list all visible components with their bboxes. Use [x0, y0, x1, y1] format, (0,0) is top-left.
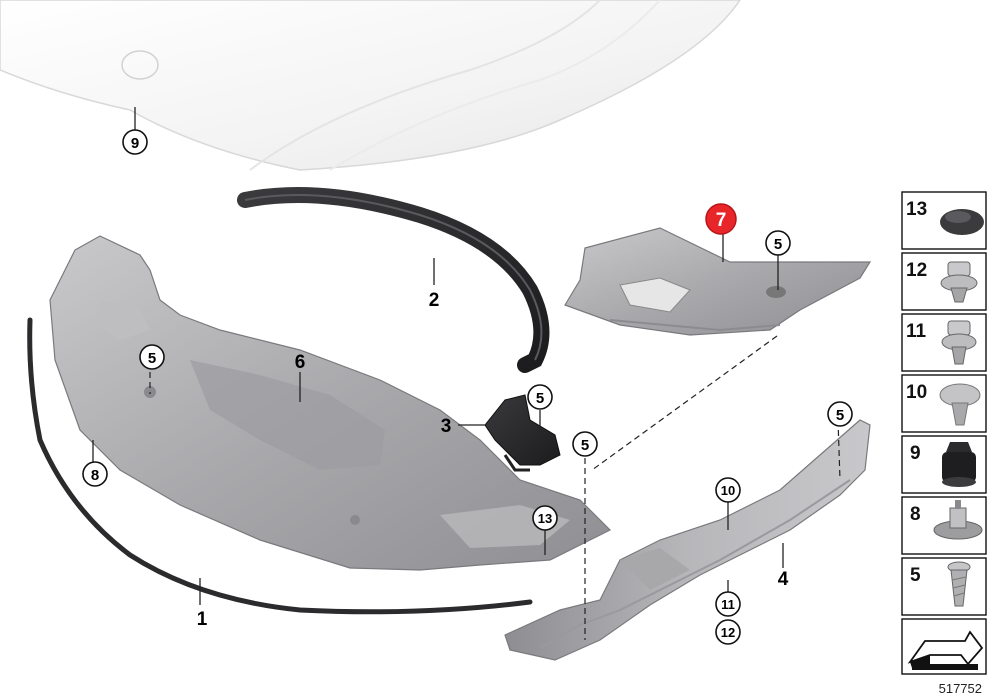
legend-row-10[interactable]: 10	[901, 374, 987, 433]
svg-text:10: 10	[906, 382, 927, 403]
svg-text:5: 5	[536, 390, 544, 407]
direction-arrow-icon[interactable]	[901, 618, 987, 675]
screw-icon	[947, 561, 971, 607]
push-rivet-icon	[941, 320, 977, 365]
svg-text:11: 11	[906, 321, 927, 342]
svg-text:12: 12	[721, 625, 735, 640]
callout-screw-main-cover[interactable]: 5	[139, 344, 165, 370]
callout-screw-center[interactable]: 5	[572, 431, 598, 457]
fastener-legend: 13 12 11	[901, 191, 987, 675]
main-cover-part-6[interactable]	[49, 235, 612, 571]
svg-text:5: 5	[148, 350, 156, 367]
callout-clip-10[interactable]: 10	[715, 477, 741, 503]
callout-screw-bracket[interactable]: 5	[527, 384, 553, 410]
svg-text:12: 12	[906, 260, 927, 281]
right-cover-part-7[interactable]	[564, 227, 872, 336]
label-bracket: 3	[441, 416, 452, 437]
callout-hood-clip[interactable]: 9	[122, 129, 148, 155]
svg-text:8: 8	[910, 504, 921, 525]
diagram-reference-number: 517752	[938, 681, 982, 696]
legend-row-13[interactable]: 13	[901, 191, 987, 250]
svg-text:7: 7	[716, 210, 727, 231]
svg-text:5: 5	[836, 407, 844, 424]
legend-row-12[interactable]: 12	[901, 252, 987, 311]
callout-screw-side-cover[interactable]: 5	[827, 401, 853, 427]
label-main-cover: 6	[295, 352, 306, 373]
svg-text:10: 10	[721, 483, 735, 498]
label-seal-strip: 1	[197, 609, 208, 630]
svg-text:5: 5	[581, 437, 589, 454]
svg-text:13: 13	[538, 511, 552, 526]
highlighted-callout-7[interactable]: 7	[705, 203, 737, 235]
legend-row-8[interactable]: 8	[901, 496, 987, 555]
dome-clip-icon	[939, 383, 981, 426]
label-upper-seal: 2	[429, 290, 440, 311]
side-cover-part-4[interactable]	[504, 419, 871, 661]
assembly-lines	[149, 335, 841, 640]
leader-lines	[92, 107, 784, 605]
bracket-part-3[interactable]	[484, 394, 561, 472]
legend-row-9[interactable]: 9	[901, 435, 987, 494]
callout-seal-edge[interactable]: 8	[82, 461, 108, 487]
svg-text:13: 13	[906, 199, 927, 220]
svg-text:5: 5	[774, 236, 782, 253]
rubber-buffer-icon	[942, 442, 976, 487]
upper-seal-part-2[interactable]	[237, 187, 550, 373]
svg-text:9: 9	[910, 443, 921, 464]
legend-row-5[interactable]: 5	[901, 557, 987, 616]
callout-screw-right-cover[interactable]: 5	[765, 230, 791, 256]
label-side-cover: 4	[778, 569, 789, 590]
flange-nut-icon	[933, 500, 983, 540]
svg-text:9: 9	[131, 135, 139, 152]
plug-cap-icon	[940, 209, 984, 235]
svg-text:5: 5	[910, 565, 921, 586]
svg-text:8: 8	[91, 467, 99, 484]
svg-text:11: 11	[721, 597, 735, 612]
seal-strip-part-1[interactable]	[27, 317, 533, 615]
callout-clip-11[interactable]: 11	[715, 591, 741, 617]
legend-row-11[interactable]: 11	[901, 313, 987, 372]
callout-rivet-13[interactable]: 13	[532, 505, 558, 531]
hood-panel	[0, 0, 741, 171]
callout-clip-12[interactable]: 12	[715, 619, 741, 645]
expanding-rivet-icon	[940, 261, 978, 303]
